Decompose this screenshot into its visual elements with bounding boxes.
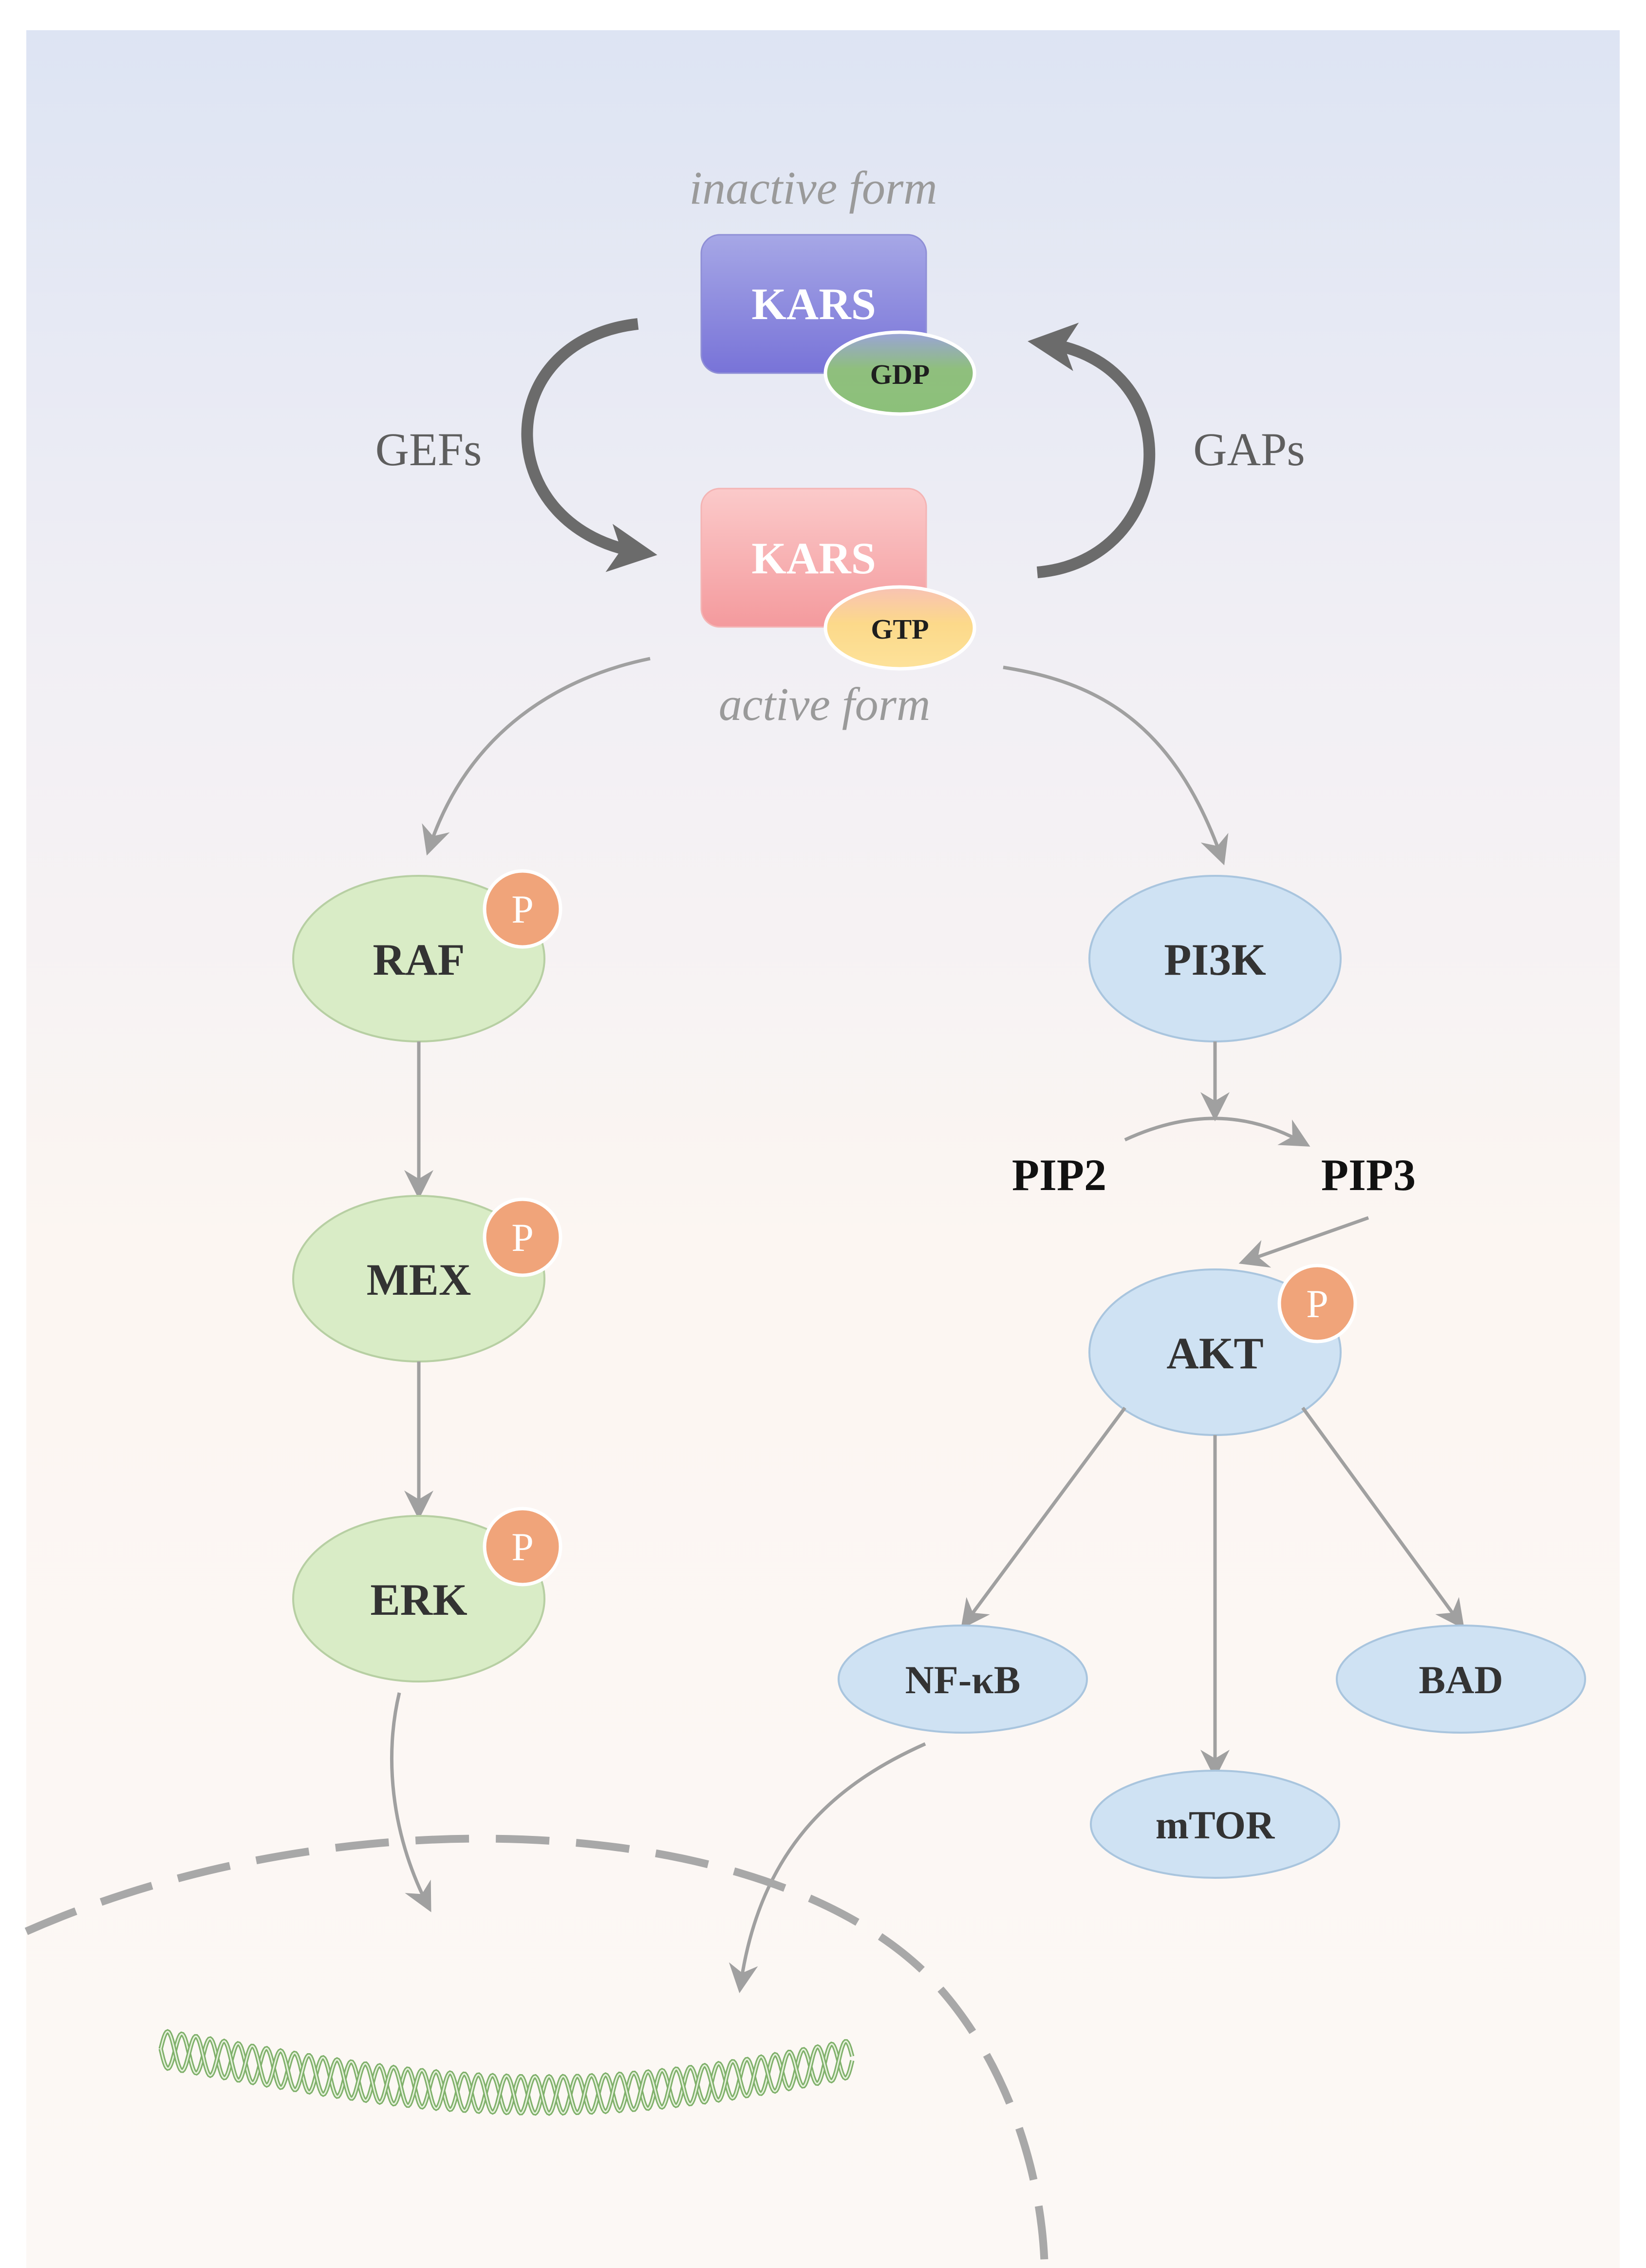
erk-label: ERK [370, 1575, 467, 1625]
raf-label: RAF [373, 935, 465, 984]
inactive-form-label: inactive form [689, 162, 937, 214]
nfkb-ellipse [838, 1625, 1088, 1734]
akt-label: AKT [1166, 1328, 1263, 1378]
erk-ellipse [292, 1515, 545, 1682]
dna-helix-icon [158, 2029, 855, 2116]
dna-strand-b-highlight [160, 2030, 853, 2115]
dna-strand-a-highlight [160, 2033, 853, 2115]
nfkb-label: NF-κB [905, 1658, 1021, 1702]
kars-to-pi3k-arrow [1003, 665, 1229, 866]
gtp-label: GTP [871, 613, 929, 645]
akt-phospho-label: P [1306, 1282, 1328, 1326]
pip3-to-akt-arrow [1238, 1216, 1369, 1268]
erk-phospho-badge [483, 1507, 562, 1587]
mex-label: MEX [367, 1255, 471, 1304]
gdp-label: GDP [870, 359, 930, 390]
kars-inactive-complex: KARS GDP [700, 234, 976, 416]
raf-node: RAF P [292, 869, 562, 1042]
pi3k-label: PI3K [1164, 935, 1266, 984]
erk-to-nucleus-arrow [390, 1692, 431, 1912]
nfkb-to-nucleus-arrow [729, 1742, 926, 1993]
pip2-to-pip3-arrow [1124, 1116, 1310, 1147]
gdp-ellipse [823, 330, 976, 416]
gefs-label: GEFs [375, 423, 482, 475]
pi3k-node: PI3K [1088, 875, 1342, 1042]
kars-active-complex: KARS GTP [700, 488, 976, 671]
erk-node: ERK P [292, 1507, 562, 1682]
gef-arrow [521, 318, 657, 572]
raf-phospho-badge [483, 869, 562, 949]
akt-phospho-badge [1277, 1264, 1357, 1343]
pip3-label: PIP3 [1321, 1150, 1416, 1200]
mex-phospho-label: P [511, 1215, 534, 1260]
mtor-ellipse [1090, 1770, 1340, 1879]
figure-background [26, 30, 1620, 2268]
akt-node: AKT P [1088, 1264, 1357, 1436]
kars-active-label: KARS [751, 533, 876, 583]
bad-label: BAD [1419, 1658, 1503, 1702]
nfkb-node: NF-κB [838, 1625, 1088, 1734]
akt-to-bad-arrow [1301, 1406, 1465, 1629]
mtor-label: mTOR [1156, 1803, 1275, 1847]
bad-node: BAD [1336, 1625, 1586, 1734]
gaps-label: GAPs [1193, 423, 1305, 475]
active-form-label: active form [719, 678, 931, 730]
kars-inactive-label: KARS [751, 279, 876, 329]
mex-phospho-badge [483, 1197, 562, 1277]
erk-phospho-label: P [511, 1525, 534, 1569]
mtor-node: mTOR [1090, 1770, 1340, 1879]
bad-ellipse [1336, 1625, 1586, 1734]
nuclear-membrane [24, 1834, 1048, 2268]
akt-to-nfkb-arrow [960, 1406, 1126, 1629]
gtp-ellipse [823, 585, 976, 671]
raf-phospho-label: P [511, 887, 534, 931]
gap-arrow [1028, 322, 1156, 578]
kars-to-raf-arrow [422, 657, 651, 856]
pip2-label: PIP2 [1012, 1150, 1106, 1200]
